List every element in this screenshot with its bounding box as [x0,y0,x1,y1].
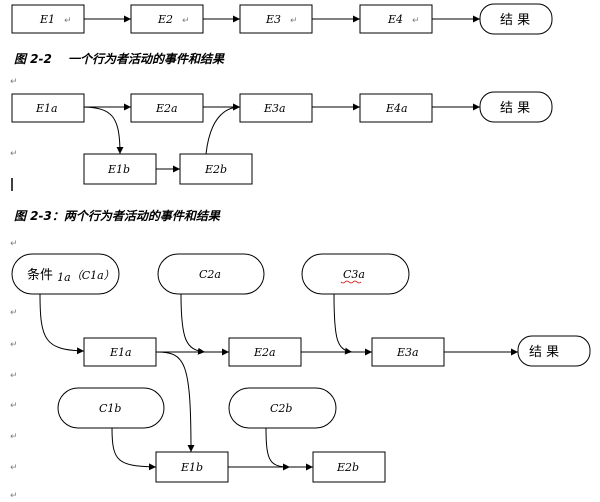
d1-node-e1 [11,4,85,34]
d3-edge-c3a-e3a [333,293,353,355]
d2-edge-e1a-e1b [83,106,124,155]
d2-node-e3a [239,93,313,123]
d2-node-e3a-label: E3a [263,102,286,115]
d3-node-c3a [301,253,410,295]
d3-edge-c2b-e2b [265,427,291,471]
para-mark: ↵ [10,77,18,87]
d3-node-c1a-label: 条件 1a（C1a） [27,267,115,284]
diagram-3: ↵ 条件 1a（C1a） C2a C3a E1a E2a E3a 结 果 C1b… [10,239,591,501]
para-mark: ↵ [10,401,18,411]
d3-node-c2a [157,253,265,295]
d2-node-e1b [83,153,157,185]
d3-node-e2b-label: E2b [336,461,359,474]
d3-node-c1b-label: C1b [99,402,121,415]
para-mark: ↵ [10,340,18,350]
d2-node-e2a [130,93,204,123]
d1-node-e4-label: E4 [387,13,403,26]
d3-node-e2a-label: E2a [253,346,276,359]
d2-node-e4a [359,93,433,123]
para-mark: ↵ [10,463,18,473]
d2-node-e1a-label: E1a [35,102,58,115]
d3-spellcheck-underline [340,280,362,284]
d3-node-e2b [312,451,386,483]
d1-node-e1-label: E1 [39,13,55,26]
d3-node-e1a-label: E1a [109,346,132,359]
para-mark: ↵ [10,491,18,501]
d1-para-mark: ↵ [182,16,190,26]
d3-node-c1a-sub: 1a [57,271,71,284]
diagram-1: E1 ↵ E2 ↵ E3 ↵ E4 ↵ 结 果 图 2-2 一个行为者活动的事件… [11,3,553,66]
d3-node-c2a-label: C2a [199,268,221,281]
d3-edge-c1a-e1a [39,293,85,355]
diagram-2: ↵ E1a E2a E3a E4a 结 果 E1b E2b ↵ 图 2-3：两个… [10,77,553,223]
d1-node-e2-label: E2 [157,13,173,26]
d2-node-result-label: 结 果 [500,101,530,116]
para-mark: ↵ [10,308,18,318]
d1-caption: 图 2-2 一个行为者活动的事件和结果 [14,52,225,66]
para-mark: ↵ [10,371,18,381]
d1-node-e3-label: E3 [265,13,281,26]
d3-node-e1a [83,337,157,367]
d3-node-c3a-label: C3a [343,268,365,281]
d3-edge-e1a-e1b [155,351,195,453]
d1-para-mark: ↵ [290,16,298,26]
d2-node-e2b-label: E2b [204,163,227,176]
d3-node-c1a-prefix: 条件 [27,267,57,283]
d3-edge-c1b-e1b [111,427,157,471]
d2-node-e4a-label: E4a [385,102,408,115]
para-mark: ↵ [10,239,18,249]
d3-edge-c2a-e2a [180,293,206,355]
d2-node-e1a [11,93,85,123]
d3-node-c1a-paren: （C1a） [71,269,115,282]
d1-node-result-label: 结 果 [500,13,530,28]
d1-para-mark: ↵ [64,16,72,26]
d1-node-e2 [130,4,204,34]
d3-node-c1b [57,387,165,429]
d3-node-e1b-label: E1b [180,461,203,474]
d2-edge-e2b-e3a [205,103,241,155]
d3-node-result-label: 结 果 [529,345,559,360]
d3-node-c2b [228,387,337,429]
d3-node-e3a-label: E3a [396,346,419,359]
d3-node-e3a [371,337,445,367]
d3-node-c1a [11,253,120,295]
d2-node-e1b-label: E1b [107,163,130,176]
d2-caption: 图 2-3：两个行为者活动的事件和结果 [14,209,221,223]
para-mark: ↵ [10,149,18,159]
d2-node-e2a-label: E2a [155,102,178,115]
d1-para-mark: ↵ [412,16,420,26]
para-mark: ↵ [10,432,18,442]
d1-node-e3 [239,4,313,34]
d3-node-result [517,335,591,367]
d3-node-c2b-label: C2b [270,402,292,415]
